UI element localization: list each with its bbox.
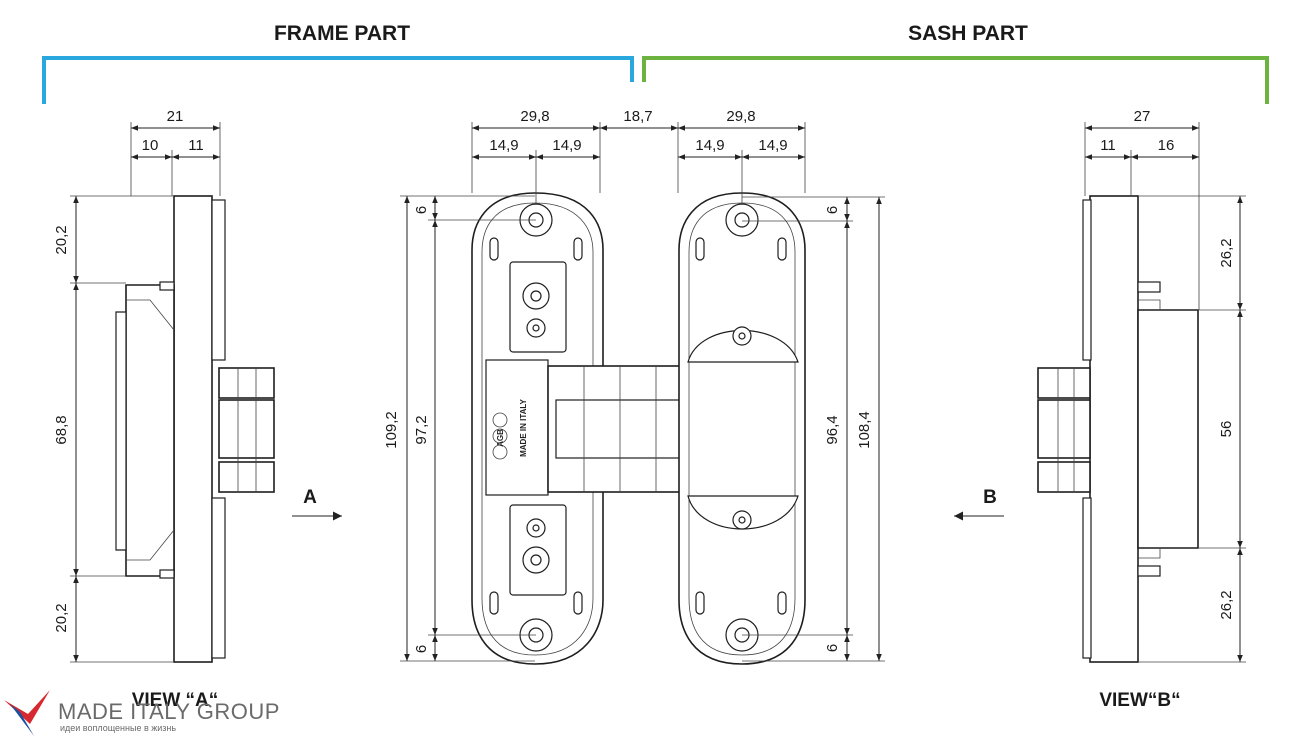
frame-part-title: FRAME PART	[274, 22, 410, 45]
view-a-height-top: 20,2	[53, 225, 70, 254]
view-a-width-total: 21	[167, 108, 184, 125]
view-a-label: VIEW “A“	[132, 690, 219, 711]
arrow-b-label: B	[983, 487, 997, 508]
frame-part-body	[471, 192, 604, 665]
view-b-width-right: 16	[1158, 137, 1175, 154]
sash-hole-distance: 96,4	[824, 415, 841, 444]
view-a-width-left: 10	[142, 137, 159, 154]
bird-logo-icon	[4, 690, 50, 736]
frame-hole-distance: 97,2	[413, 415, 430, 444]
view-a-profile	[115, 195, 275, 663]
view-b-height-middle: 56	[1218, 421, 1235, 438]
view-a-width-right: 11	[188, 137, 204, 154]
view-b-height-top: 26,2	[1218, 238, 1235, 267]
frame-total-height: 109,2	[383, 411, 400, 449]
sash-half-right: 14,9	[758, 137, 787, 154]
frame-sash-gap: 18,7	[623, 108, 652, 125]
frame-bottom-offset: 6	[413, 645, 430, 653]
engraving-brand: AGB	[496, 429, 505, 447]
logo-name: MADE ITALY GROUP	[58, 699, 280, 724]
view-b-height-bottom: 26,2	[1218, 590, 1235, 619]
view-a-height-middle: 68,8	[53, 415, 70, 444]
view-b-label: VIEW“B“	[1099, 690, 1180, 711]
frame-half-right: 14,9	[552, 137, 581, 154]
engraving-made-in: MADE IN ITALY	[519, 398, 528, 456]
view-b-profile	[1037, 195, 1199, 663]
logo-tagline: идеи воплощенные в жизнь	[60, 723, 176, 733]
sash-top-offset: 6	[824, 206, 841, 214]
sash-part-title: SASH PART	[908, 22, 1028, 45]
frame-part-bracket	[42, 56, 634, 104]
view-b-width-total: 27	[1134, 108, 1151, 125]
sash-width: 29,8	[726, 108, 755, 125]
view-a-height-bottom: 20,2	[53, 603, 70, 632]
sash-total-height: 108,4	[856, 411, 873, 449]
arrow-a-label: A	[303, 487, 317, 508]
frame-width: 29,8	[520, 108, 549, 125]
view-b-width-left: 11	[1100, 137, 1116, 154]
frame-top-offset: 6	[413, 206, 430, 214]
sash-part-body	[678, 192, 806, 665]
frame-half-left: 14,9	[489, 137, 518, 154]
sash-half-left: 14,9	[695, 137, 724, 154]
sash-bottom-offset: 6	[824, 644, 841, 652]
sash-part-bracket	[642, 56, 1269, 104]
